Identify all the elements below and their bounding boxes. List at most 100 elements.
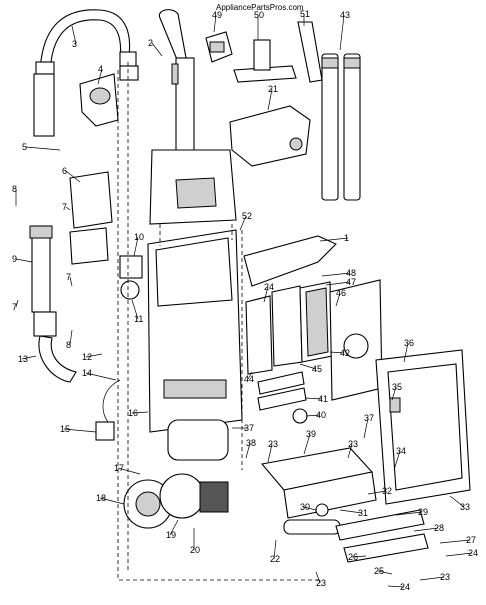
callout-leader-line [403, 342, 409, 363]
callout-leader-line [65, 170, 81, 183]
callout-leader-line [413, 527, 439, 532]
assembly-line [117, 70, 320, 581]
hose-part[interactable] [33, 9, 139, 137]
callout-number: 13 [18, 354, 28, 364]
handle-bracket-part[interactable] [243, 235, 337, 287]
callout-leader-line [69, 329, 73, 346]
callout-number: 20 [190, 545, 200, 555]
cord-bracket-part[interactable] [119, 255, 143, 300]
callout-leader-line [419, 576, 445, 581]
callout-number: 4 [98, 64, 103, 74]
callout-number: 7 [62, 202, 67, 212]
callout-number: 45 [312, 364, 322, 374]
callout-leader-line [151, 42, 163, 57]
callout-leader-line [65, 206, 71, 211]
callout-leader-line [439, 539, 471, 544]
callout-number: 48 [346, 268, 356, 278]
bag-housing-part[interactable] [375, 349, 471, 505]
callout-leader-line [131, 411, 149, 414]
filter-door-part[interactable] [329, 279, 383, 401]
callout-number: 33 [460, 502, 470, 512]
callout-number: 49 [212, 10, 222, 20]
callout-number: 9 [12, 254, 17, 264]
watermark: AppliancePartsPros.com [216, 3, 304, 12]
callout-leader-line [445, 552, 473, 557]
crevice-brush-part[interactable] [205, 31, 233, 63]
callout-leader-line [305, 397, 323, 400]
brushroll-part[interactable] [283, 519, 341, 535]
callout-leader-line [267, 88, 273, 111]
callout-number: 19 [166, 530, 176, 540]
callout-number: 10 [134, 232, 144, 242]
callout-number: 47 [346, 277, 356, 287]
callout-leader-line [131, 299, 139, 320]
callout-number: 21 [268, 84, 278, 94]
callout-number: 23 [348, 439, 358, 449]
callout-number: 5 [22, 142, 27, 152]
callout-number: 52 [242, 211, 252, 221]
callout-leader-line [339, 14, 345, 51]
callout-leader-line [63, 428, 97, 433]
upholstery-tool-part[interactable] [233, 39, 297, 83]
wand-part[interactable] [29, 225, 53, 313]
callout-leader-line [213, 14, 217, 33]
pulley-part[interactable] [292, 408, 308, 424]
filter-media-part[interactable] [271, 285, 303, 367]
callout-number: 28 [434, 523, 444, 533]
back-plate-part[interactable] [69, 171, 113, 265]
callout-number: 50 [254, 10, 264, 20]
handle-tube-part[interactable] [158, 9, 195, 153]
callout-number: 2 [148, 38, 153, 48]
callout-leader-line [299, 363, 317, 370]
hose-hanger-part[interactable] [79, 73, 119, 127]
callout-number: 37 [364, 413, 374, 423]
callout-number: 31 [358, 508, 368, 518]
callout-leader-line [367, 490, 387, 495]
callout-number: 29 [418, 507, 428, 517]
callout-number: 51 [300, 9, 310, 19]
callout-leader-line [325, 281, 351, 286]
exhaust-filter-part[interactable] [299, 281, 333, 363]
callout-number: 26 [348, 552, 358, 562]
callout-leader-line [273, 539, 277, 560]
callout-number: 35 [392, 382, 402, 392]
callout-leader-line [319, 237, 349, 242]
callout-leader-line [85, 372, 117, 381]
callout-number: 46 [336, 288, 346, 298]
callout-number: 24 [468, 548, 478, 558]
callout-leader-line [25, 146, 61, 151]
crevice-tool-part[interactable] [297, 21, 323, 83]
filter-frame-part[interactable] [245, 295, 273, 375]
upper-housing-part[interactable] [149, 149, 237, 225]
callout-leader-line [377, 570, 393, 575]
bottom-plate-part[interactable] [335, 509, 429, 563]
callout-leader-line [347, 443, 353, 459]
callout-number: 40 [316, 410, 326, 420]
callout-leader-line [339, 509, 363, 514]
callout-number: 41 [318, 394, 328, 404]
callout-leader-line [321, 272, 351, 277]
callout-number: 36 [404, 338, 414, 348]
callout-number: 25 [374, 566, 384, 576]
callout-number: 3 [72, 39, 77, 49]
power-cord-part[interactable] [95, 379, 121, 441]
callout-number: 34 [396, 446, 406, 456]
extension-wands-part[interactable] [321, 53, 361, 201]
callout-number: 18 [96, 493, 106, 503]
lower-hose-part[interactable] [33, 311, 77, 383]
callout-leader-line [315, 571, 321, 584]
tool-caddy-part[interactable] [229, 105, 311, 167]
callout-leader-line [303, 433, 311, 455]
callout-leader-line [117, 467, 141, 475]
main-body-part[interactable] [147, 229, 243, 461]
callout-number: 15 [60, 424, 70, 434]
callout-number: 23 [316, 578, 326, 588]
motor-part[interactable] [159, 473, 229, 519]
callout-number: 17 [114, 463, 124, 473]
callout-leader-line [247, 371, 253, 380]
callout-number: 32 [382, 486, 392, 496]
callout-number: 11 [134, 314, 143, 324]
callout-leader-line [363, 417, 369, 439]
brush-strip-part[interactable] [257, 371, 307, 411]
